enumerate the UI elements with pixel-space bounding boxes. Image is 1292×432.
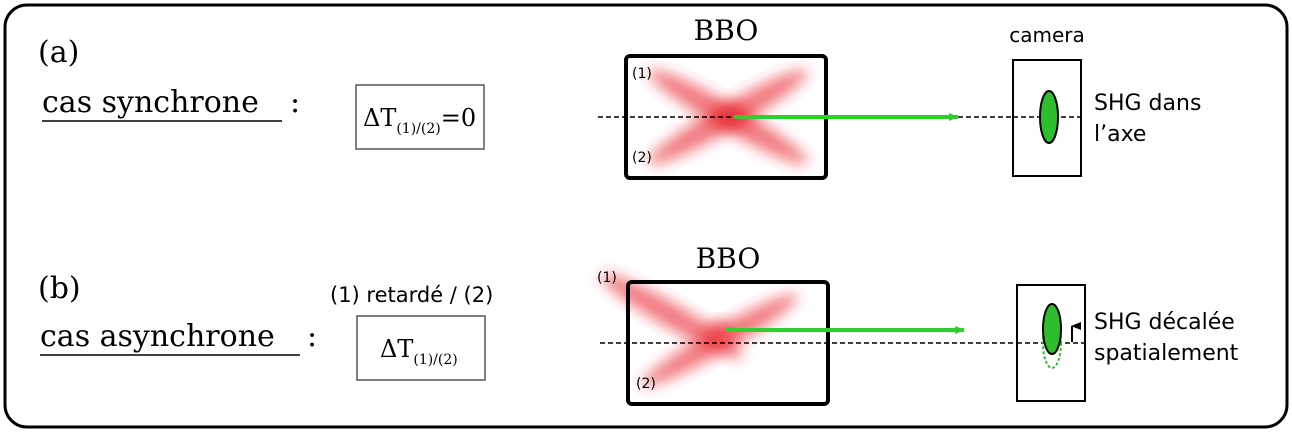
beam-2-b [641, 293, 799, 387]
panel-a-camera-label: camera [1009, 23, 1085, 47]
panel-b-label: (b) [38, 271, 81, 306]
panel-b-colon: : [307, 319, 317, 354]
beam-overlap-a [714, 107, 750, 127]
panel-a-delta-box [355, 84, 485, 150]
panel-b-shg-line2: spatialement [1094, 341, 1239, 366]
panel-a-case-label: cas synchrone [42, 85, 259, 120]
panel-b-case-label: cas asynchrone [40, 319, 275, 354]
outer-frame [3, 3, 1289, 429]
panel-a-colon: : [290, 85, 300, 120]
beam-overlap-b [704, 321, 736, 339]
panel-b-delta-box [356, 315, 486, 381]
panel-a-shg-line1: SHG dans [1094, 91, 1201, 116]
panel-a-crystal-label: BBO [694, 14, 759, 47]
panel-b-beam2-label: (2) [636, 376, 656, 392]
panel-b-shg-line1: SHG décalée [1094, 310, 1235, 335]
panel-a-shg-spot [1039, 90, 1059, 144]
panel-a: (a) cas synchrone : ΔT(1)/(2)=0 BBO (1) … [38, 14, 1201, 180]
panel-a-shg-line2: l’axe [1094, 122, 1146, 147]
panel-b-delay-label: (1) retardé / (2) [330, 283, 493, 307]
panel-b-beams [600, 273, 799, 387]
panel-a-delta-text: ΔT(1)/(2)=0 [363, 104, 476, 137]
panel-b-expected-spot [1042, 317, 1062, 369]
panel-b-beam1-label: (1) [597, 270, 617, 286]
panel-b-shg-spot [1042, 303, 1062, 355]
panel-a-beam1-label: (1) [632, 66, 652, 82]
panel-b: (b) cas asynchrone : (1) retardé / (2) Δ… [38, 242, 1239, 406]
panel-a-label: (a) [38, 35, 79, 70]
panel-a-beam2-label: (2) [632, 150, 652, 166]
panel-b-delta-text: ΔT(1)/(2) [380, 335, 458, 368]
panel-b-crystal-label: BBO [696, 242, 761, 275]
